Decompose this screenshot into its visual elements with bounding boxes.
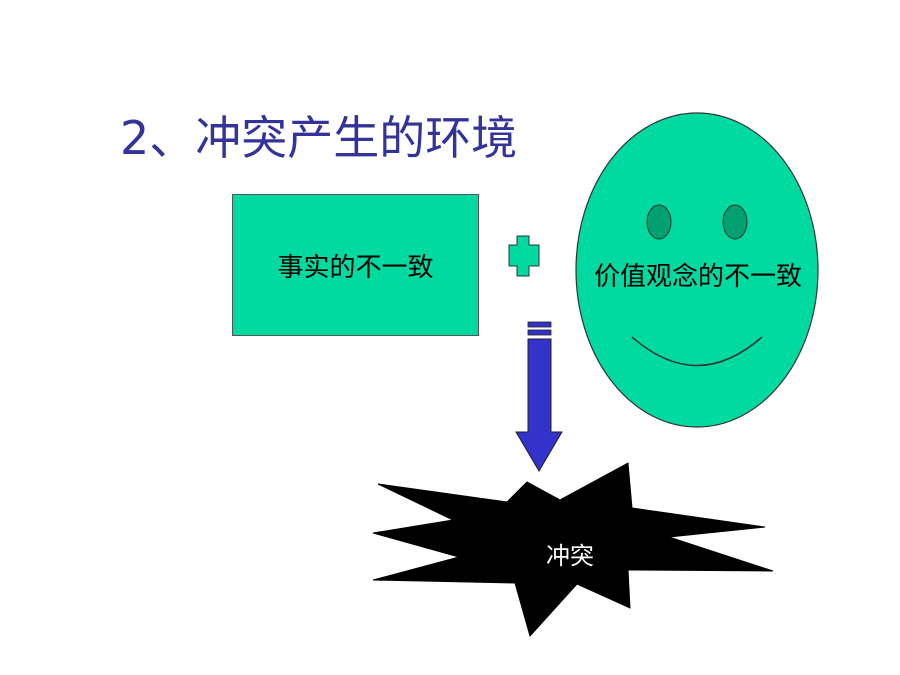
explosion-burst — [372, 462, 774, 638]
right-eye — [722, 204, 748, 240]
face-circle — [575, 112, 819, 428]
value-inconsistency-label: 价值观念的不一致 — [593, 262, 802, 292]
fact-inconsistency-label: 事实的不一致 — [277, 252, 434, 283]
down-arrow-icon — [515, 321, 563, 472]
slide-title: 2、冲突产生的环境 — [120, 111, 518, 165]
smile-mouth — [631, 336, 763, 367]
plus-icon — [508, 235, 540, 277]
fact-inconsistency-box: 事实的不一致 — [232, 194, 479, 336]
left-eye — [646, 204, 672, 240]
conflict-label: 冲突 — [546, 542, 594, 570]
smiley-face — [575, 112, 819, 428]
